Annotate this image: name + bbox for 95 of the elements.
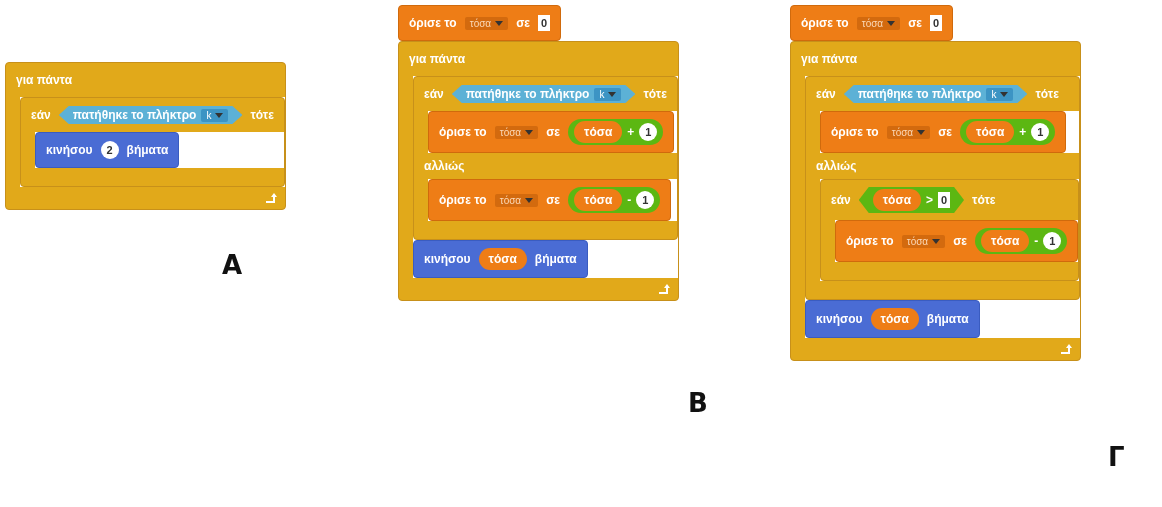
variable-reporter: τόσα <box>872 189 922 211</box>
block-text: βήματα <box>926 312 969 326</box>
block-text: εάν <box>816 87 836 101</box>
block-text: όρισε το <box>801 16 849 30</box>
set-variable-block <box>398 5 562 41</box>
move-block <box>413 240 588 278</box>
if-else-block <box>805 76 1081 300</box>
number-input: 1 <box>639 123 658 141</box>
dropdown-value: k <box>991 88 997 100</box>
block-text: αλλιώς <box>816 159 857 173</box>
operator-reporter <box>975 228 1068 254</box>
dropdown-menu <box>494 193 539 207</box>
script-label: Γ <box>1108 442 1125 472</box>
operator-reporter <box>568 187 661 213</box>
block-text: εάν <box>831 193 851 207</box>
if-else-block <box>413 76 678 240</box>
variable-reporter: τόσα <box>981 230 1030 252</box>
if-block <box>20 97 285 187</box>
block-text: πατήθηκε το πλήκτρο <box>465 87 590 101</box>
block-text: τότε <box>972 193 996 207</box>
block-text: πατήθηκε το πλήκτρο <box>72 108 197 122</box>
block-text: > <box>926 193 934 207</box>
block-text: τότε <box>250 108 274 122</box>
block-text: + <box>627 125 635 139</box>
dropdown-value: τόσα <box>499 126 522 138</box>
dropdown-value: τόσα <box>499 194 522 206</box>
block-text: βήματα <box>534 252 577 266</box>
variable-reporter: τόσα <box>478 248 527 270</box>
block-text: - <box>1034 234 1039 248</box>
block-text: όρισε το <box>409 16 457 30</box>
block-text: σε <box>516 16 531 30</box>
variable-reporter: τόσα <box>966 121 1015 143</box>
if-block <box>820 179 1080 281</box>
dropdown-value: τόσα <box>469 17 492 29</box>
block-text: αλλιώς <box>424 159 465 173</box>
number-input: 1 <box>1031 123 1050 141</box>
dropdown-menu <box>594 87 622 101</box>
block-text: + <box>1019 125 1027 139</box>
forever-block <box>398 41 679 301</box>
dropdown-value: k <box>206 109 212 121</box>
set-variable-block <box>820 111 1067 153</box>
forever-block <box>790 41 1082 361</box>
forever-block <box>5 62 286 210</box>
block-text: για πάντα <box>16 73 73 87</box>
script-label: A <box>222 250 243 280</box>
dropdown-menu <box>201 108 229 122</box>
script-label: B <box>688 388 708 418</box>
number-input: 0 <box>938 192 951 208</box>
block-text: σε <box>938 125 953 139</box>
block-text: όρισε το <box>439 125 487 139</box>
block-text: όρισε το <box>831 125 879 139</box>
variable-reporter: τόσα <box>574 189 623 211</box>
set-variable-block <box>428 111 675 153</box>
move-block <box>805 300 980 338</box>
block-text: εάν <box>424 87 444 101</box>
block-text: κινήσου <box>46 143 93 157</box>
block-text: σε <box>546 125 561 139</box>
block-text: - <box>627 193 632 207</box>
dropdown-menu <box>986 87 1014 101</box>
dropdown-value: τόσα <box>861 17 884 29</box>
dropdown-value: τόσα <box>906 235 929 247</box>
dropdown-menu <box>464 16 509 30</box>
number-input: 0 <box>538 15 551 31</box>
dropdown-menu <box>494 125 539 139</box>
block-text: σε <box>953 234 968 248</box>
block-text: σε <box>908 16 923 30</box>
block-text: τότε <box>643 87 667 101</box>
block-text: όρισε το <box>846 234 894 248</box>
set-variable-block <box>790 5 954 41</box>
dropdown-menu <box>856 16 901 30</box>
operator-reporter <box>960 119 1056 145</box>
block-text: κινήσου <box>424 252 471 266</box>
dropdown-menu <box>886 125 931 139</box>
block-text: όρισε το <box>439 193 487 207</box>
block-text: σε <box>546 193 561 207</box>
number-input: 2 <box>100 141 119 159</box>
number-input: 0 <box>930 15 943 31</box>
variable-reporter: τόσα <box>870 308 919 330</box>
operator-reporter <box>568 119 664 145</box>
set-variable-block <box>835 220 1079 262</box>
set-variable-block <box>428 179 672 221</box>
block-text: τότε <box>1035 87 1059 101</box>
variable-reporter: τόσα <box>574 121 623 143</box>
move-block <box>35 132 180 168</box>
dropdown-value: k <box>599 88 605 100</box>
block-text: πατήθηκε το πλήκτρο <box>857 87 982 101</box>
block-text: για πάντα <box>409 52 466 66</box>
number-input: 1 <box>1043 232 1062 250</box>
dropdown-value: τόσα <box>891 126 914 138</box>
dropdown-menu <box>901 234 946 248</box>
block-text: εάν <box>31 108 51 122</box>
block-text: κινήσου <box>816 312 863 326</box>
block-text: βήματα <box>126 143 169 157</box>
number-input: 1 <box>636 191 655 209</box>
block-text: για πάντα <box>801 52 858 66</box>
